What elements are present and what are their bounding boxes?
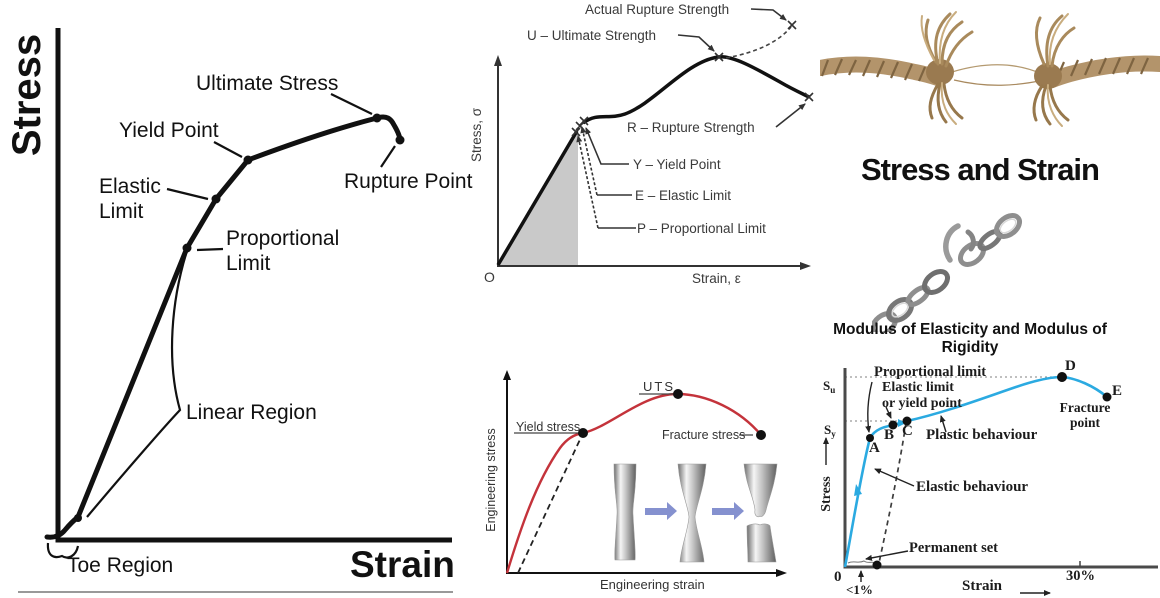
point-e-label: E <box>1112 383 1123 399</box>
toe-region-label: Toe Region <box>67 554 174 577</box>
tissue-curve-plot <box>18 28 453 593</box>
engineering-curve-plot <box>503 370 787 577</box>
progression-arrow-1 <box>645 502 677 520</box>
thirty-pct-label: 30% <box>1066 568 1095 584</box>
ultimate-strength-label: U – Ultimate Strength <box>527 28 657 43</box>
fracture-stress-label: Fracture stress <box>662 428 746 442</box>
lt-one-pct-label: <1% <box>846 582 873 597</box>
collage-subtitle: Modulus of Elasticity and Modulus of Rig… <box>833 321 1107 357</box>
permanent-set-label: Permanent set <box>909 540 998 556</box>
elastic-limit-label: Elastic Limit <box>99 175 161 223</box>
actual-rupture-strength-label: Actual Rupture Strength <box>585 2 730 17</box>
origin-o-label: O <box>484 269 495 285</box>
point-d-label: D <box>1065 358 1076 374</box>
left-y-axis-label: Stress <box>5 33 49 157</box>
proportional-limit-label: Proportional Limit <box>226 227 340 275</box>
broken-chain-image <box>872 213 1023 332</box>
behaviour-curve-plot <box>823 368 1158 596</box>
stress-b-axis-label: Stress <box>819 476 834 512</box>
point-b-label: B <box>884 427 895 443</box>
origin-zero-label: 0 <box>834 569 842 585</box>
yield-point-label: Yield Point <box>119 119 219 142</box>
linear-region-label: Linear Region <box>186 401 317 424</box>
proportional-limit-b-label: Proportional limit <box>874 364 987 380</box>
collage-title: Stress and Strain <box>861 152 1100 187</box>
ultimate-stress-label: Ultimate Stress <box>196 72 339 95</box>
progression-arrow-2 <box>712 502 744 520</box>
yield-point-def-label: Y – Yield Point <box>633 157 721 172</box>
point-c-label: C <box>902 423 913 439</box>
su-label: Su <box>823 378 836 396</box>
strain-b-axis-label: Strain <box>962 578 1003 594</box>
engineering-stress-axis-label: Engineering stress <box>484 428 498 532</box>
elastic-behaviour-label: Elastic behaviour <box>916 479 1029 495</box>
stress-sigma-axis-label: Stress, σ <box>469 107 484 163</box>
engineering-strain-axis-label: Engineering strain <box>600 577 705 592</box>
yield-stress-label: Yield stress <box>516 420 581 434</box>
necking-specimen-2 <box>677 463 707 563</box>
strain-epsilon-axis-label: Strain, ε <box>692 271 741 286</box>
elastic-or-yield-label: Elastic limit or yield point <box>882 380 962 412</box>
proportional-limit-def-label: P – Proportional Limit <box>637 221 766 236</box>
point-a-label: A <box>869 440 880 456</box>
left-x-axis-label: Strain <box>350 544 455 585</box>
necking-specimen-3-broken <box>743 463 778 563</box>
plastic-behaviour-label: Plastic behaviour <box>926 427 1038 443</box>
rupture-point-label: Rupture Point <box>344 170 473 193</box>
rupture-strength-label: R – Rupture Strength <box>627 120 755 135</box>
breaking-rope-image <box>820 11 1160 127</box>
sy-label: Sy <box>824 422 836 440</box>
strength-curve-plot <box>494 8 814 270</box>
fracture-point-label: Fracture point <box>1059 400 1111 430</box>
necking-specimen-1 <box>613 463 637 561</box>
elastic-limit-def-label: E – Elastic Limit <box>635 188 732 203</box>
uts-label: UTS <box>643 379 675 394</box>
